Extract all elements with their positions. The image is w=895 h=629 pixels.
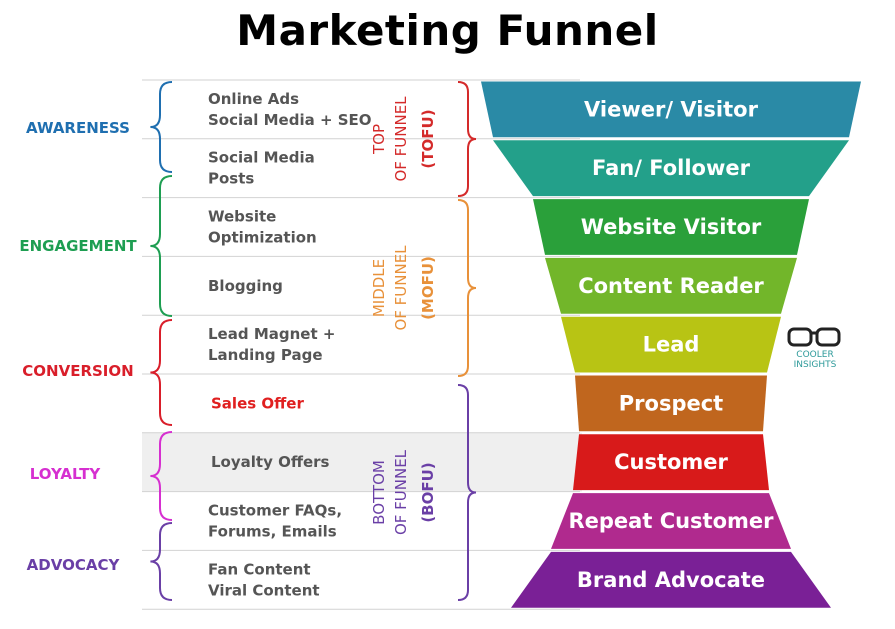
funnel-band: [481, 81, 861, 138]
funnel-band: [533, 199, 809, 255]
stage-engagement: ENGAGEMENT: [19, 175, 173, 317]
funnel-segment: Brand Advocate: [511, 551, 831, 608]
funnel-segment: Prospect: [575, 375, 767, 432]
tactic-line: Posts: [208, 170, 254, 188]
tactic-line: Customer FAQs,: [208, 502, 342, 520]
funnel-segment: Fan/ Follower: [493, 140, 849, 197]
funnel-band: [573, 434, 769, 491]
phase-line: (TOFU): [419, 109, 437, 168]
phase-line: BOTTOM: [370, 460, 388, 525]
logo-line: COOLER: [796, 350, 833, 360]
tactic-line: Blogging: [208, 277, 283, 295]
tactic-line: Viral Content: [208, 581, 320, 599]
tactic-line: Loyalty Offers: [211, 453, 330, 471]
stage-brace: [150, 81, 173, 173]
funnel-label: Lead: [643, 333, 700, 357]
tactic-line: Social Media: [208, 149, 315, 167]
stage-label: LOYALTY: [30, 465, 102, 483]
phase-brace: [457, 384, 477, 601]
funnel-band: [511, 551, 831, 608]
phase-line: (MOFU): [419, 256, 437, 320]
phase-line: (BOFU): [419, 462, 437, 522]
tactic-line: Landing Page: [208, 346, 323, 364]
logo-line: INSIGHTS: [794, 360, 837, 370]
funnel-segment: Lead: [561, 316, 781, 373]
stage-labels: AWARENESS ENGAGEMENT CONVERSION LOYALTY ADVO…: [19, 81, 173, 601]
stage-label: AWARENESS: [26, 119, 130, 137]
funnel-label: Repeat Customer: [568, 509, 774, 533]
glasses-icon: [787, 327, 841, 347]
funnel-segment: Viewer/ Visitor: [481, 81, 861, 138]
funnel-segment: Repeat Customer: [551, 493, 791, 549]
tactic-line: Social Media + SEO: [208, 111, 372, 129]
stage-awareness: AWARENESS: [26, 81, 173, 173]
funnel-label: Brand Advocate: [577, 568, 765, 592]
funnel-segment: Customer: [573, 434, 769, 491]
stage-loyalty: LOYALTY: [30, 431, 173, 521]
phase-brace: [457, 81, 477, 197]
tactic-item: Customer FAQs, Forums, Emails: [208, 502, 342, 541]
tactic-item: Lead Magnet + Landing Page: [208, 325, 335, 364]
tactic-line: Forums, Emails: [208, 523, 337, 541]
lens-right: [815, 327, 841, 347]
funnel-label: Customer: [614, 450, 728, 474]
funnel-band: [575, 375, 767, 432]
funnel-segment: Website Visitor: [533, 199, 809, 255]
funnel-label: Prospect: [619, 391, 723, 415]
tactic-line: Website: [208, 208, 276, 226]
funnel-segment: Content Reader: [545, 257, 797, 314]
stage-brace: [150, 175, 173, 317]
phase-line: OF FUNNEL: [392, 96, 410, 182]
row-dividers: [142, 79, 580, 610]
tactic-line: Online Ads: [208, 90, 299, 108]
tactic-line: Optimization: [208, 229, 317, 247]
funnel-band: [545, 257, 797, 314]
phase-line: OF FUNNEL: [392, 245, 410, 331]
stage-brace: [150, 319, 173, 426]
stage-brace: [150, 431, 173, 521]
row-backgrounds: [142, 432, 582, 492]
tactic-line: Sales Offer: [211, 394, 304, 412]
tactic-line: Lead Magnet +: [208, 325, 335, 343]
stage-brace: [150, 522, 173, 601]
stage-label: ENGAGEMENT: [19, 237, 137, 255]
phase-line: TOP: [370, 124, 388, 155]
stage-advocacy: ADVOCACY: [27, 522, 173, 601]
tactic-item: Blogging: [208, 277, 283, 295]
funnel-band: [493, 140, 849, 197]
funnel-label: Website Visitor: [581, 215, 762, 239]
phase-line: OF FUNNEL: [392, 449, 410, 535]
loyalty-row-shade: [142, 432, 582, 492]
lens-left: [787, 327, 813, 347]
phase-brace: [457, 199, 477, 377]
tactic-line: Fan Content: [208, 560, 311, 578]
tactic-item: Loyalty Offers: [211, 453, 330, 471]
funnel-label: Fan/ Follower: [592, 156, 751, 180]
funnel-band: [561, 316, 781, 373]
stage-label: CONVERSION: [22, 362, 133, 380]
funnel-label: Content Reader: [578, 274, 764, 298]
stage-conversion: CONVERSION: [22, 319, 173, 426]
page-title: Marketing Funnel: [236, 6, 659, 55]
funnel-band: [551, 493, 791, 549]
phase-line: MIDDLE: [370, 259, 388, 317]
tactic-item: Sales Offer: [211, 394, 304, 412]
funnel-label: Viewer/ Visitor: [584, 97, 759, 121]
stage-label: ADVOCACY: [27, 556, 121, 574]
